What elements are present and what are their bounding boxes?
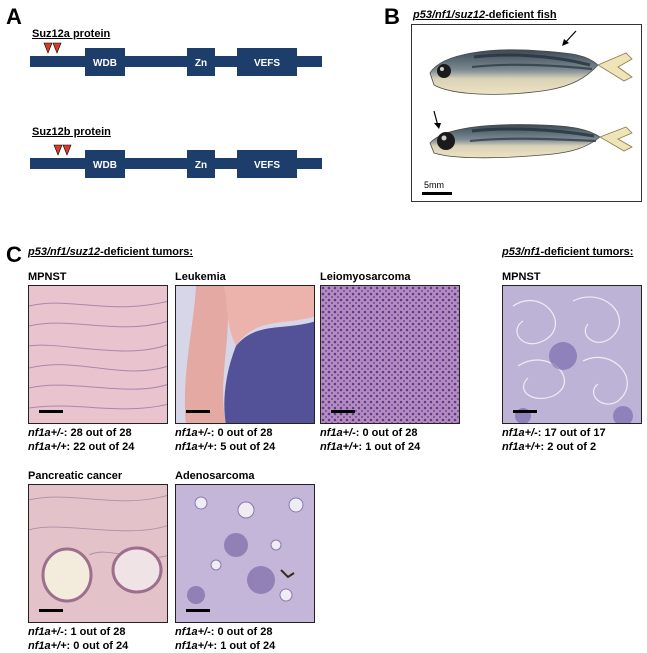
tile-mpnst-histology — [28, 285, 168, 424]
panel-b-letter: B — [384, 4, 400, 29]
panel-b-title-suffix: -deficient fish — [485, 9, 557, 21]
tile-leiomyosarcoma-label: Leiomyosarcoma — [320, 271, 411, 283]
panel-c-left-suffix: -deficient tumors: — [100, 246, 194, 258]
tile-leukemia-counts: nf1a+/-: 0 out of 28 nf1a+/+: 5 out of 2… — [175, 427, 276, 453]
panel-c-right-suffix: -deficient tumors: — [540, 246, 634, 258]
suz12b-mutation-marker-2 — [62, 144, 72, 156]
panel-c-letter: C — [6, 242, 22, 267]
tile-mpnst-nf1-counts: nf1a+/-: 17 out of 17 nf1a+/+: 2 out of … — [502, 427, 606, 453]
suz12a-title: Suz12a protein — [32, 28, 111, 40]
suz12a-mutation-marker-2 — [52, 42, 62, 54]
tile-pancreatic-histology — [28, 484, 168, 623]
fish-scale-label: 5mm — [424, 180, 444, 190]
panel-b-title-genotype: p53/nf1/suz12 — [413, 9, 486, 21]
tile-adenosarcoma-counts: nf1a+/-: 0 out of 28 nf1a+/+: 1 out of 2… — [175, 626, 276, 652]
tile-adenosarcoma-label: Adenosarcoma — [175, 470, 255, 482]
suz12a-zn-domain — [187, 48, 215, 76]
suz12a-wdb-domain — [85, 48, 125, 76]
suz12b-zn-label: Zn — [195, 160, 207, 171]
suz12a-mutation-marker-1 — [43, 42, 53, 54]
suz12a-domain-diagram: WDB Zn VEFS — [30, 42, 322, 76]
tile-leukemia-histology — [175, 285, 315, 424]
suz12b-domain-diagram: WDB Zn VEFS — [30, 144, 322, 178]
fish-photo: 5mm — [422, 30, 633, 195]
tile-leukemia-label: Leukemia — [175, 271, 226, 283]
suz12a-vefs-domain — [237, 48, 297, 76]
top-fish — [429, 49, 633, 95]
suz12a-backbone — [30, 56, 322, 67]
suz12b-wdb-domain — [85, 150, 125, 178]
suz12b-mutation-marker-1 — [53, 144, 63, 156]
tile-leiomyosarcoma-histology — [320, 285, 460, 424]
tile-leiomyosarcoma-counts: nf1a+/-: 0 out of 28 nf1a+/+: 1 out of 2… — [320, 427, 421, 453]
tile-pancreatic-counts: nf1a+/-: 1 out of 28 nf1a+/+: 0 out of 2… — [28, 626, 129, 652]
panel-c-right-heading: p53/nf1-deficient tumors: — [502, 246, 633, 258]
suz12b-wdb-label: WDB — [93, 160, 117, 171]
suz12a-zn-label: Zn — [195, 58, 207, 69]
suz12b-vefs-domain — [237, 150, 297, 178]
panel-a-letter: A — [6, 4, 22, 29]
bottom-fish — [429, 124, 633, 159]
panel-c-right-genotype: p53/nf1 — [502, 246, 541, 258]
tile-mpnst-nf1-label: MPNST — [502, 271, 541, 283]
tile-adenosarcoma-histology — [175, 484, 315, 623]
fish-scale-bar — [422, 192, 452, 195]
suz12b-title: Suz12b protein — [32, 126, 111, 138]
panel-c-left-heading: p53/nf1/suz12-deficient tumors: — [28, 246, 193, 258]
tile-mpnst-label: MPNST — [28, 271, 67, 283]
suz12b-backbone — [30, 158, 322, 169]
suz12a-wdb-label: WDB — [93, 58, 117, 69]
fish-photo-frame: 5mm — [411, 24, 642, 202]
tile-pancreatic-label: Pancreatic cancer — [28, 470, 123, 482]
panel-c-left-genotype: p53/nf1/suz12 — [28, 246, 101, 258]
panel-b-title: p53/nf1/suz12-deficient fish — [413, 9, 557, 21]
suz12b-vefs-label: VEFS — [254, 160, 280, 171]
tile-mpnst-nf1-histology — [502, 285, 642, 424]
suz12b-zn-domain — [187, 150, 215, 178]
tile-mpnst-counts: nf1a+/-: 28 out of 28 nf1a+/+: 22 out of… — [28, 427, 135, 453]
suz12a-vefs-label: VEFS — [254, 58, 280, 69]
